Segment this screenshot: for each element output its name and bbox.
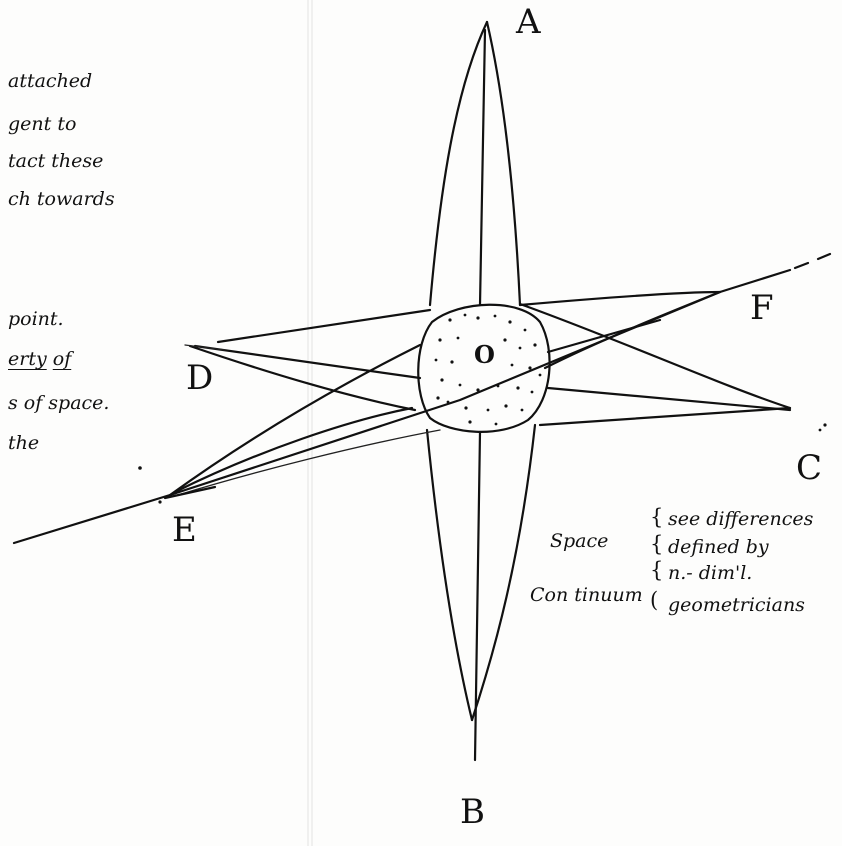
line-f-mid — [546, 318, 662, 354]
sphere-o-stipple — [434, 313, 542, 426]
lens-d-upper — [216, 308, 432, 344]
stray-dot — [818, 428, 822, 432]
margin-note-line: ch towards — [8, 188, 115, 210]
brace-mark: { — [650, 505, 664, 529]
label-d: D — [186, 358, 214, 398]
line-c-center — [546, 386, 792, 412]
e-tip-mark — [163, 485, 217, 500]
line-f-dashed-extension — [793, 252, 832, 270]
stray-dot — [823, 423, 827, 427]
line-e-f — [12, 268, 792, 545]
axis-b-center — [473, 430, 482, 762]
stray-dot — [158, 500, 162, 504]
brace-mark: { — [650, 532, 664, 556]
margin-note-line: the — [8, 432, 40, 454]
label-e: E — [172, 510, 197, 550]
label-o: O — [474, 340, 495, 369]
line-e-lower — [177, 429, 441, 496]
label-a: A — [516, 2, 541, 42]
lens-d-lower — [188, 344, 417, 412]
lens-a-right-upper — [485, 20, 522, 307]
label-f: F — [750, 288, 774, 328]
margin-note-line: gent to — [8, 113, 77, 135]
margin-note-line: tact these — [8, 150, 104, 172]
margin-note-line: s of space. — [8, 392, 110, 414]
lens-c-lower — [538, 406, 792, 427]
line-f-upper — [518, 290, 722, 307]
line-e-upper — [168, 343, 422, 497]
margin-note-line: point. — [8, 308, 64, 330]
sphere-o-outline — [417, 303, 551, 433]
label-b: B — [460, 792, 485, 832]
lens-b-left-lower — [425, 428, 474, 722]
line-e-mid — [173, 406, 414, 494]
margin-note-line: erty of — [8, 348, 72, 370]
space-note-line: defined by — [668, 536, 769, 558]
space-note-line: see differences — [668, 508, 814, 530]
axis-a-center — [478, 28, 487, 307]
label-c: C — [796, 448, 823, 488]
lens-c-upper — [518, 302, 792, 410]
space-note-line: n.- dim'l. — [668, 562, 753, 584]
space-label: Space — [550, 530, 609, 552]
space-note-line: geometricians — [668, 594, 805, 616]
line-f-lower — [543, 290, 722, 370]
brace-mark: ( — [650, 588, 659, 612]
line-d-center — [193, 344, 422, 380]
margin-note-line: attached — [8, 70, 93, 92]
lens-a-left-upper — [428, 20, 489, 307]
stray-dot — [138, 466, 142, 470]
brace-mark: { — [650, 558, 664, 582]
continuum-label: Con tinuum — [530, 584, 643, 606]
d-tip-mark — [184, 344, 226, 351]
lens-b-right-lower — [470, 423, 537, 722]
